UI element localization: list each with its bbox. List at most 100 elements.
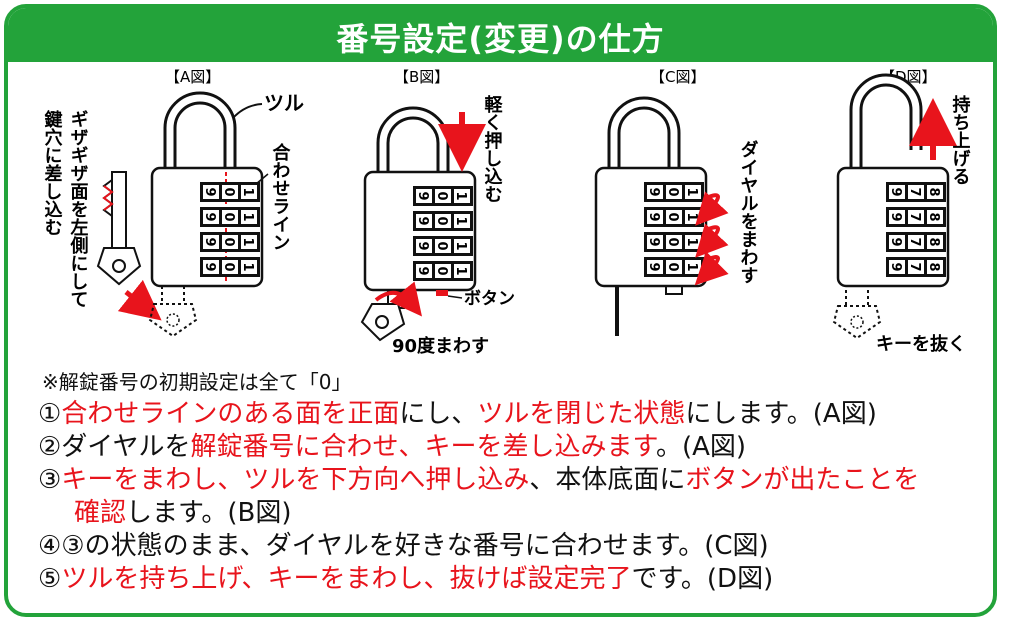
dial-cell [435,239,451,253]
dial-cell [454,214,470,228]
dial-cell [647,260,663,274]
dial-cell [435,214,451,228]
step-text: にし、 [399,399,478,429]
dial-digit: 0 [434,266,449,275]
step-line: ④③の状態のまま、ダイヤルを好きな番号に合わせます。(C図) [38,530,978,563]
dial-digit: 1 [453,216,468,225]
step-line: ②ダイヤルを解錠番号に合わせ、キーを差し込みます。(A図) [38,431,978,464]
dial-cell [889,185,905,199]
dial-digit: 9 [888,237,903,246]
dial-cell [889,260,905,274]
dial-digit: 1 [453,266,468,275]
dial-digit: 1 [684,212,699,221]
dial-cell [908,185,924,199]
dial-digit: 9 [415,191,430,200]
step-highlight: ボタンが出たことを [685,465,920,495]
dial-cell [927,260,943,274]
step-highlight: ツルを持ち上げ、キーをまわし、抜けば設定完了 [61,564,632,594]
dial-cell [435,264,451,278]
rotate-note: 90度まわす [392,335,489,357]
dial-digit: 8 [926,237,941,246]
step-line: ①合わせラインのある面を正面にし、ツルを閉じた状態にします。(A図) [38,398,978,431]
button-marker [436,290,448,296]
dial-cell [454,189,470,203]
figure-b-label: 【B図】 [394,68,449,86]
dial-digit: 9 [415,216,430,225]
dial-cell [927,235,943,249]
dial-cell [666,185,682,199]
step-text: です。(D図) [631,564,774,594]
dial-cell [908,260,924,274]
dial-cell [666,210,682,224]
default-code-note: ※解錠番号の初期設定は全て「0」 [42,370,352,394]
remove-note: キーを抜く [876,333,966,355]
dial-digit: 8 [926,187,941,196]
match-line-label: 合わせライン [270,142,291,251]
dial-digit: 1 [684,262,699,271]
dial-note: ダイヤルをまわす [738,139,759,284]
dial-cell [666,260,682,274]
dial-cell [222,235,238,249]
dial-digit: 0 [221,262,236,271]
page-title: 番号設定(変更)の仕方 [336,20,665,58]
dial-digit: 0 [665,212,680,221]
dial-digit: 1 [684,237,699,246]
dial-digit: 9 [202,212,217,221]
figure-a-label: 【A図】 [165,68,220,86]
key-icon-a [96,171,142,286]
step-highlight: ツルを閉じた状態 [477,399,686,429]
dial-digit: 7 [907,187,922,196]
dial-cell [666,235,682,249]
dial-digit: 9 [888,187,903,196]
dial-digit: 0 [221,212,236,221]
dial-digit: 7 [907,237,922,246]
step-text: ③ [38,465,62,495]
step-text: にします。(A図) [685,399,877,429]
keyhole-note: 鍵穴に差し込む [42,109,63,236]
step-text: します。(B図) [126,498,292,528]
figure-c-label: 【C図】 [650,68,705,86]
dial-digit: 9 [202,237,217,246]
dial-cell [203,260,219,274]
dial-digit: 1 [240,212,255,221]
dial-digit: 8 [926,212,941,221]
dial-digit: 9 [202,187,217,196]
dial-digit: 9 [646,262,661,271]
step-text: ④③の状態のまま、ダイヤルを好きな番号に合わせます。(C図) [38,531,769,561]
dial-digit: 9 [202,262,217,271]
step-text: ① [38,399,62,429]
dial-digit: 7 [907,212,922,221]
dial-digit: 0 [665,187,680,196]
dial-cell [203,235,219,249]
dial-cell [454,264,470,278]
dial-cell [454,239,470,253]
step-highlight: キーをまわし、ツルを下方向へ押し込み [61,465,530,495]
key-icon-b [360,291,406,342]
key-note: ギザギザ面を左側にして [68,110,90,308]
step-text: 、本体底面に [529,465,686,495]
dial-digit: 0 [434,216,449,225]
dial-cell [416,214,432,228]
dial-digit: 0 [221,187,236,196]
header-bar: 番号設定(変更)の仕方 [8,8,993,62]
dial-digit: 9 [888,212,903,221]
dial-cell [416,264,432,278]
dial-digit: 1 [684,187,699,196]
dial-cell [647,185,663,199]
dotted-key-d [832,290,882,340]
dial-cell [435,189,451,203]
button-label: ボタン [464,289,515,309]
dial-digit: 9 [646,237,661,246]
step-list: ①合わせラインのある面を正面にし、ツルを閉じた状態にします。(A図)②ダイヤルを… [38,398,978,596]
step-line: ③キーをまわし、ツルを下方向へ押し込み、本体底面にボタンが出たことを [38,464,978,497]
dial-cell [222,185,238,199]
dial-cell [908,235,924,249]
step-text: ②ダイヤルを [38,432,191,462]
dial-cell [203,185,219,199]
